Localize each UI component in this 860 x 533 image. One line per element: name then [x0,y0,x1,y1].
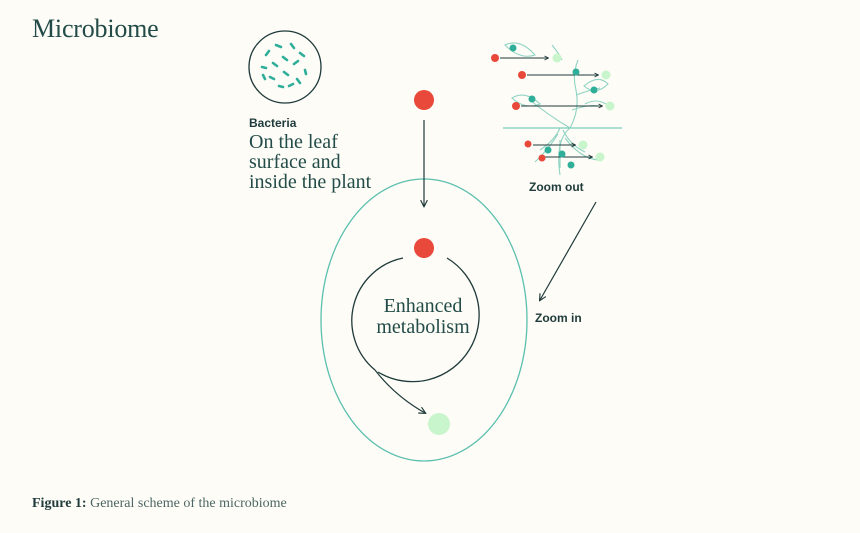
caption-text: General scheme of the microbiome [90,496,287,511]
caption-prefix: Figure 1: [32,496,87,511]
bacteria-description: On the leaf surface and inside the plant [249,131,372,193]
metabolism-cycle-arc-left [351,257,404,371]
zoom-out-label: Zoom out [529,180,584,194]
figure-caption: Figure 1: General scheme of the microbio… [32,496,287,512]
plant-illustration [491,42,622,176]
zoom-in-label: Zoom in [535,311,582,325]
input-red-dot [414,90,434,110]
zoom-arrow [540,201,597,300]
output-arrow [374,369,425,413]
metabolism-cycle-arc-right [377,257,480,383]
bacteria-icon [248,30,322,104]
page-title: Microbiome [32,14,159,43]
output-green-dot [428,413,450,435]
enhanced-metabolism-label: Enhanced metabolism [376,295,470,338]
bacteria-label: Bacteria [249,116,297,130]
inner-red-dot [414,238,434,258]
